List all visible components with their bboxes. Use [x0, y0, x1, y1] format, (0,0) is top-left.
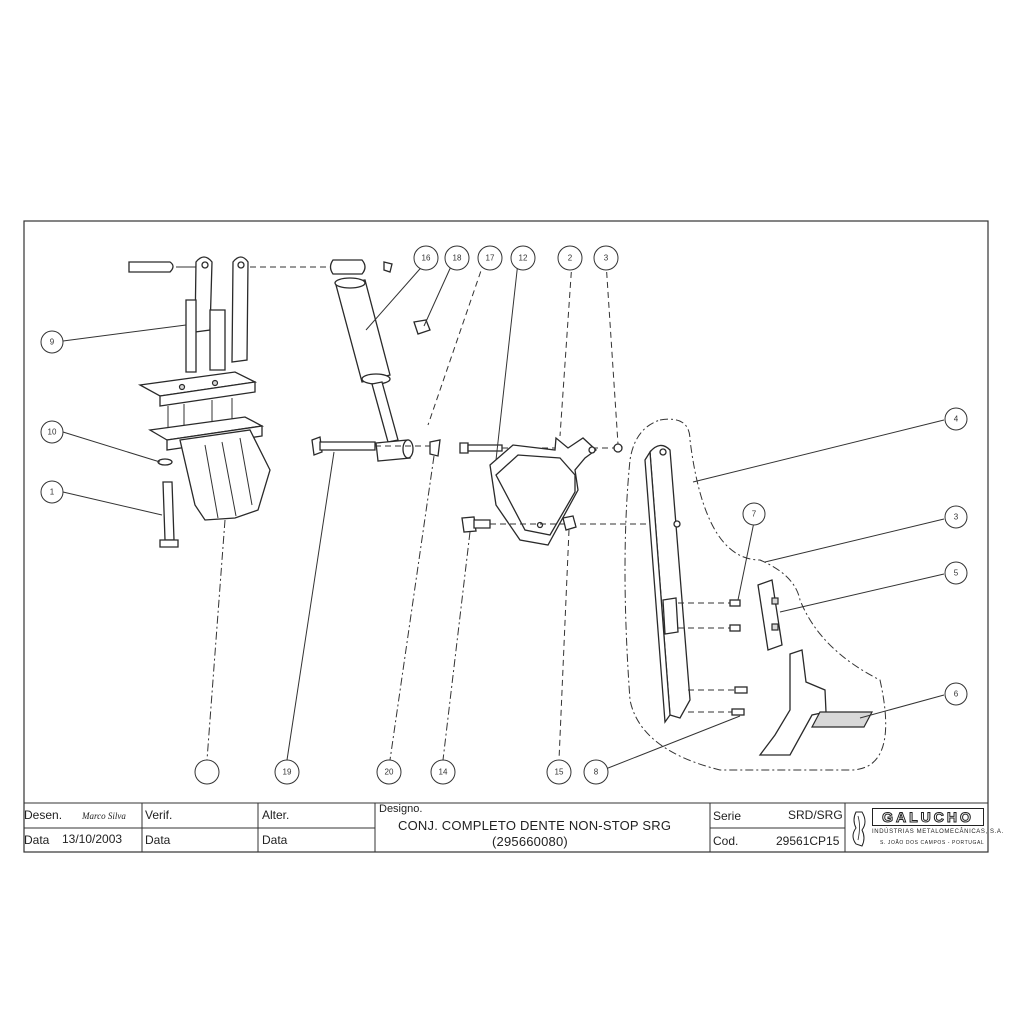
balloon-4: 4 — [944, 407, 968, 431]
svg-text:10: 10 — [48, 428, 57, 437]
balloon-12: 12 — [510, 245, 536, 271]
svg-text:19: 19 — [283, 768, 292, 777]
drawing-title: CONJ. COMPLETO DENTE NON-STOP SRG — [398, 818, 672, 833]
serie-value: SRD/SRG — [788, 808, 843, 822]
alter-label: Alter. — [262, 808, 290, 822]
svg-text:17: 17 — [486, 254, 495, 263]
svg-text:14: 14 — [439, 768, 448, 777]
desen-label: Desen. — [24, 808, 63, 822]
svg-text:5: 5 — [954, 569, 959, 578]
data3-label: Data — [262, 833, 288, 847]
balloon-17: 17 — [477, 245, 503, 271]
drawing-number: (295660080) — [492, 834, 568, 849]
balloon-markers: 16 18 17 12 2 3 9 10 1 4 3 5 6 7 19 20 1… — [40, 245, 968, 785]
svg-text:16: 16 — [422, 254, 431, 263]
balloon-3-top: 3 — [593, 245, 619, 271]
bracket-assembly — [128, 256, 271, 548]
svg-text:6: 6 — [954, 690, 959, 699]
balloon-16: 16 — [413, 245, 439, 271]
design-label: Designo. — [379, 803, 423, 815]
svg-text:15: 15 — [555, 768, 564, 777]
svg-text:3: 3 — [954, 513, 959, 522]
balloon-6: 6 — [944, 682, 968, 706]
data-value: 13/10/2003 — [62, 832, 123, 846]
balloon-14: 14 — [430, 759, 456, 785]
leader-lines — [62, 261, 945, 773]
balloon-blank — [194, 759, 220, 785]
svg-text:20: 20 — [385, 768, 394, 777]
balloon-5: 5 — [944, 561, 968, 585]
drawing-border — [23, 220, 989, 853]
shank-assembly — [624, 418, 887, 771]
cod-value: 29561CP15 — [776, 834, 840, 848]
verif-label: Verif. — [145, 808, 173, 822]
balloon-10: 10 — [40, 420, 64, 444]
mounting-plate-assembly — [459, 436, 680, 546]
balloon-8: 8 — [583, 759, 609, 785]
company-subtitle: INDÚSTRIAS METALOMECÂNICAS, S.A. — [872, 829, 1004, 835]
svg-text:3: 3 — [604, 254, 609, 263]
svg-text:12: 12 — [519, 254, 528, 263]
rooster-logo-icon — [852, 811, 866, 847]
balloon-18: 18 — [444, 245, 470, 271]
company-address: S. JOÃO DOS CAMPOS - PORTUGAL — [880, 840, 985, 846]
balloon-3-right: 3 — [944, 505, 968, 529]
balloon-20: 20 — [376, 759, 402, 785]
balloon-1: 1 — [40, 480, 64, 504]
svg-text:9: 9 — [50, 338, 55, 347]
svg-text:4: 4 — [954, 415, 959, 424]
data2-label: Data — [145, 833, 171, 847]
svg-text:18: 18 — [453, 254, 462, 263]
balloon-2: 2 — [557, 245, 583, 271]
svg-text:7: 7 — [752, 510, 757, 519]
svg-text:2: 2 — [568, 254, 573, 263]
balloon-9: 9 — [40, 330, 64, 354]
balloon-7: 7 — [742, 502, 766, 526]
cod-label: Cod. — [713, 834, 739, 848]
balloon-19: 19 — [274, 759, 300, 785]
svg-text:8: 8 — [594, 768, 599, 777]
designer-signature: Marco Silva — [82, 811, 126, 821]
balloon-15: 15 — [546, 759, 572, 785]
svg-text:1: 1 — [50, 488, 55, 497]
company-logo: GALUCHO — [872, 808, 984, 826]
cylinder-assembly — [250, 259, 441, 462]
serie-label: Serie — [713, 809, 742, 823]
title-block-grid — [24, 803, 846, 852]
data-label: Data — [24, 833, 50, 847]
